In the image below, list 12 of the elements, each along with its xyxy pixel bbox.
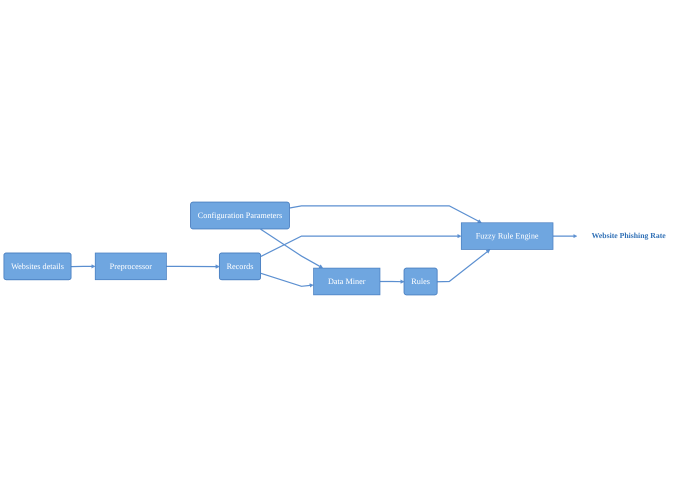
arrow bbox=[380, 280, 404, 284]
node-box: Fuzzy Rule Engine bbox=[460, 222, 554, 250]
node-box: Data Miner bbox=[313, 268, 380, 296]
arrow bbox=[290, 205, 482, 223]
arrow bbox=[71, 264, 96, 268]
arrow bbox=[553, 234, 578, 238]
arrow bbox=[260, 234, 462, 257]
arrow bbox=[260, 228, 324, 268]
node-box: Preprocessor bbox=[94, 252, 167, 280]
arrow bbox=[260, 272, 314, 288]
arrow bbox=[166, 264, 220, 269]
arrow bbox=[437, 249, 490, 282]
